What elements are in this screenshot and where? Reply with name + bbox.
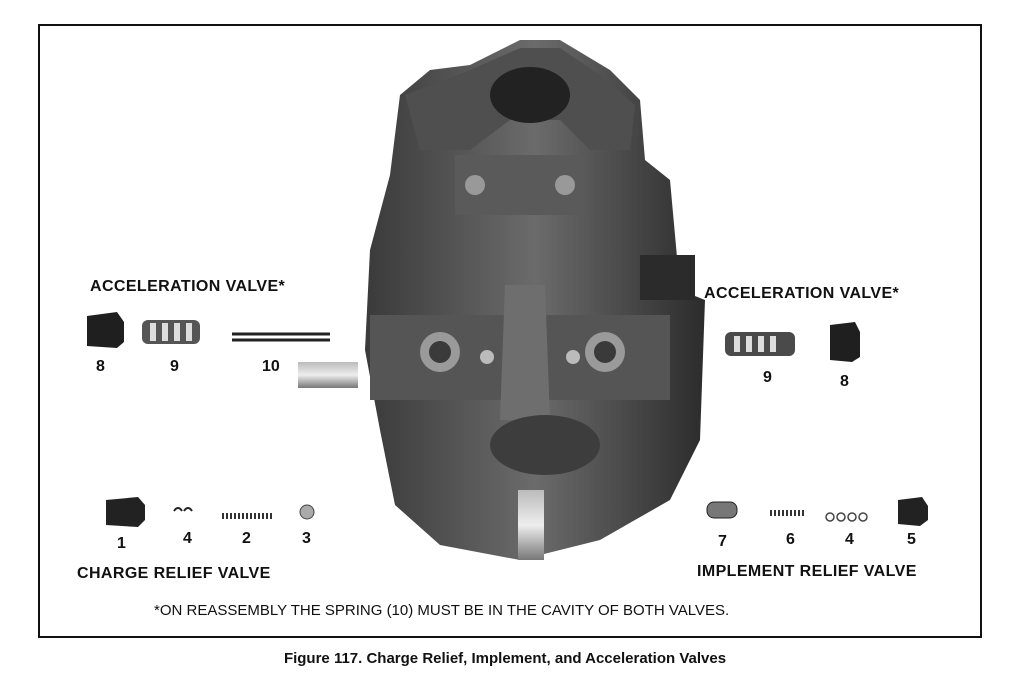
accel-right-heading: ACCELERATION VALVE* <box>704 285 900 302</box>
valve-spool-icon <box>142 320 200 344</box>
part-number: 10 <box>262 358 280 375</box>
accel-right-parts <box>725 322 860 362</box>
accel-left-heading: ACCELERATION VALVE* <box>90 278 286 295</box>
figure-caption: Figure 117. Charge Relief, Implement, an… <box>283 650 727 667</box>
reassembly-note: *ON REASSEMBLY THE SPRING (10) MUST BE I… <box>154 602 730 619</box>
part-number: 9 <box>763 369 772 386</box>
plug-icon <box>898 497 928 526</box>
part-number: 1 <box>117 535 126 552</box>
part-number: 5 <box>907 531 916 548</box>
poppet-icon <box>706 501 738 519</box>
part-number: 8 <box>96 358 105 375</box>
implement-relief-parts <box>706 497 928 526</box>
washer-icon <box>173 507 193 512</box>
part-number: 6 <box>786 531 795 548</box>
part-number: 4 <box>845 531 854 548</box>
part-number: 4 <box>183 530 192 547</box>
plug-icon <box>106 497 145 527</box>
part-number: 3 <box>302 530 311 547</box>
washer-icon <box>825 512 868 522</box>
charge-relief-heading: CHARGE RELIEF VALVE <box>77 565 271 582</box>
implement-relief-heading: IMPLEMENT RELIEF VALVE <box>697 563 917 580</box>
part-number: 8 <box>840 373 849 390</box>
hydraulic-pump <box>298 40 705 560</box>
part-number: 9 <box>170 358 179 375</box>
part-number: 2 <box>242 530 251 547</box>
ball-icon <box>299 504 315 520</box>
accel-left-parts <box>87 312 330 348</box>
spring-icon <box>232 332 330 342</box>
charge-relief-parts <box>106 497 315 527</box>
plug-icon <box>830 322 860 362</box>
part-number: 7 <box>718 533 727 550</box>
plug-icon <box>87 312 124 348</box>
